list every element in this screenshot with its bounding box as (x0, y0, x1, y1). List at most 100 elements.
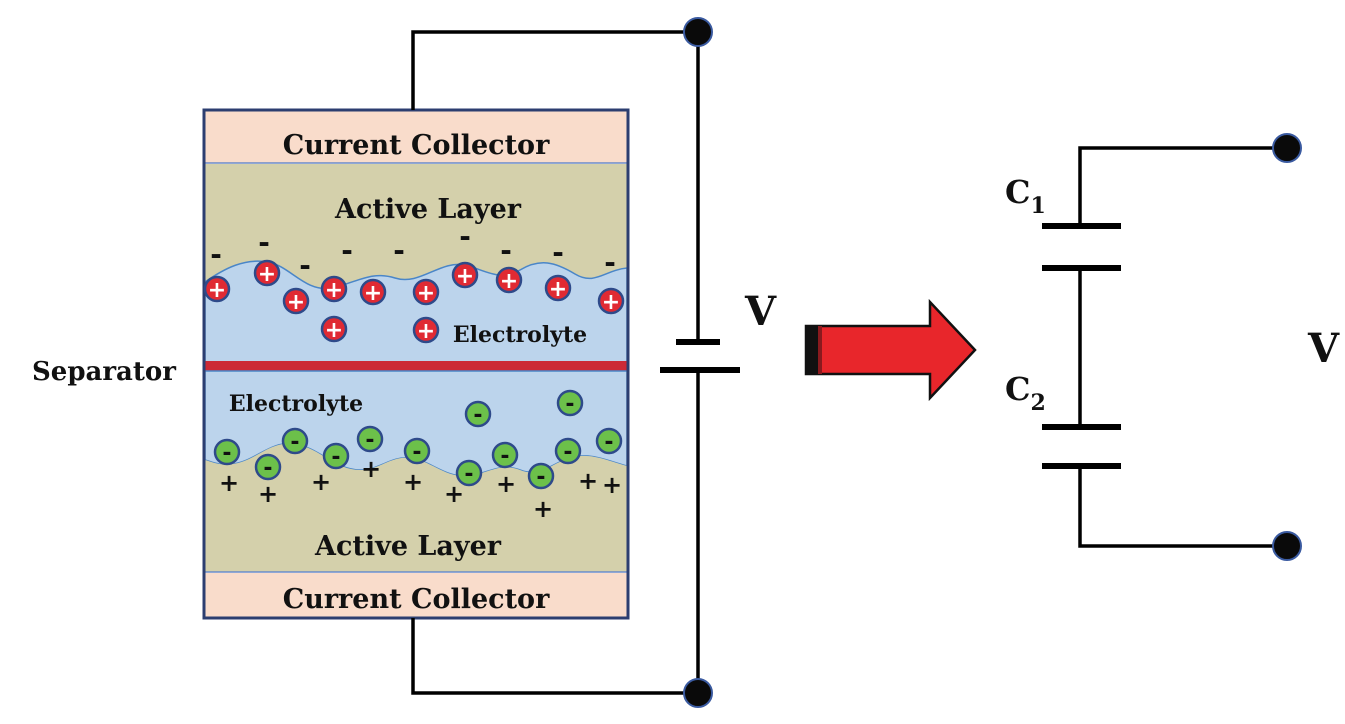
anion: - (491, 441, 519, 469)
positive-surface-charges: ++++++++++ (219, 455, 622, 523)
cation-sign: + (258, 262, 276, 287)
c1-label-main: C (1005, 173, 1030, 211)
negative-charge: - (341, 234, 353, 267)
cation: + (544, 274, 572, 302)
negative-charge: - (459, 220, 471, 253)
anion: - (322, 442, 350, 470)
cation: + (253, 259, 281, 287)
cation: + (359, 278, 387, 306)
positive-charge: + (361, 455, 381, 483)
anion-circle (254, 453, 282, 481)
positive-charge: + (258, 480, 278, 508)
cation-sign: + (417, 319, 435, 344)
anion-circle (556, 389, 584, 417)
cation-sign: + (287, 290, 305, 315)
anion-sign: - (473, 403, 482, 428)
bottom-active-layer (205, 443, 627, 572)
negative-charge: - (393, 234, 405, 267)
cation-circle (451, 261, 479, 289)
bottom-terminal (683, 678, 713, 708)
top-terminal (683, 17, 713, 47)
anion: - (556, 389, 584, 417)
cation: + (320, 275, 348, 303)
c1-label-sub: 1 (1030, 193, 1045, 219)
anion-circle (403, 437, 431, 465)
positive-charge: + (219, 469, 239, 497)
cation-circle (495, 266, 523, 294)
top-active-layer-label: Active Layer (334, 194, 522, 225)
cell-frame-border (202, 108, 630, 620)
eq-top-terminal (1272, 133, 1302, 163)
negative-charge: - (210, 238, 222, 271)
anion-circle (322, 442, 350, 470)
anion-sign: - (412, 440, 421, 465)
anion: - (254, 453, 282, 481)
anion: - (281, 427, 309, 455)
positive-charge: + (311, 468, 331, 496)
bottom-electrolyte-label: Electrolyte (229, 391, 363, 417)
anion-circle (281, 427, 309, 455)
anion: - (595, 427, 623, 455)
anion-sign: - (464, 462, 473, 487)
anion: - (554, 437, 582, 465)
source-voltage-label: V (744, 288, 777, 335)
cation-circle (203, 275, 231, 303)
cation-sign: + (500, 269, 518, 294)
cation-circle (544, 274, 572, 302)
anions: ------------- (213, 389, 623, 490)
separator-label: Separator (32, 357, 176, 387)
anion-circle (595, 427, 623, 455)
cation-sign: + (417, 281, 435, 306)
anion: - (403, 437, 431, 465)
equivalent-voltage-label: V (1307, 325, 1340, 372)
negative-charge: - (604, 246, 616, 279)
anion: - (213, 438, 241, 466)
bottom-wire (411, 370, 700, 695)
positive-charge: + (578, 467, 598, 495)
anion-sign: - (263, 456, 272, 481)
anion-circle (554, 437, 582, 465)
cation: + (320, 315, 348, 343)
anion: - (464, 400, 492, 428)
anion-sign: - (290, 430, 299, 455)
cell-schematic: Current Collector Active Layer Electroly… (202, 108, 630, 620)
arrow-shaft-head (804, 298, 977, 402)
anion: - (527, 462, 555, 490)
anion-sign: - (365, 428, 374, 453)
anion-sign: - (331, 445, 340, 470)
cation-circle (282, 287, 310, 315)
cation-sign: + (325, 318, 343, 343)
negative-charge: - (500, 234, 512, 267)
positive-charge: + (496, 470, 516, 498)
bottom-current-collector-label: Current Collector (283, 584, 550, 615)
anion-circle (464, 400, 492, 428)
cation-circle (412, 316, 440, 344)
positive-charge: + (403, 468, 423, 496)
cation: + (412, 316, 440, 344)
cation-sign: + (325, 278, 343, 303)
equivalent-circuit: C1 C2 V (1005, 133, 1340, 561)
cation: + (282, 287, 310, 315)
bottom-active-layer-label: Active Layer (314, 531, 502, 562)
cation: + (412, 278, 440, 306)
c2-label-sub: 2 (1030, 390, 1045, 416)
negative-charge: - (299, 249, 311, 282)
cation: + (451, 261, 479, 289)
cation-circle (253, 259, 281, 287)
positive-charge: + (602, 471, 622, 499)
cation-circle (320, 275, 348, 303)
c1-label: C1 (1005, 173, 1046, 219)
anion-sign: - (604, 430, 613, 455)
arrow-tail-mark-light (818, 326, 822, 374)
bottom-current-collector (205, 573, 627, 617)
eq-top-wire (1078, 146, 1287, 226)
top-electrolyte-label: Electrolyte (453, 322, 587, 348)
c2-label: C2 (1005, 370, 1046, 416)
cation: + (495, 266, 523, 294)
anion-circle (356, 425, 384, 453)
cation-circle (320, 315, 348, 343)
eq-bottom-terminal (1272, 531, 1302, 561)
cation-circle (412, 278, 440, 306)
cation-sign: + (456, 264, 474, 289)
cation-circle (359, 278, 387, 306)
